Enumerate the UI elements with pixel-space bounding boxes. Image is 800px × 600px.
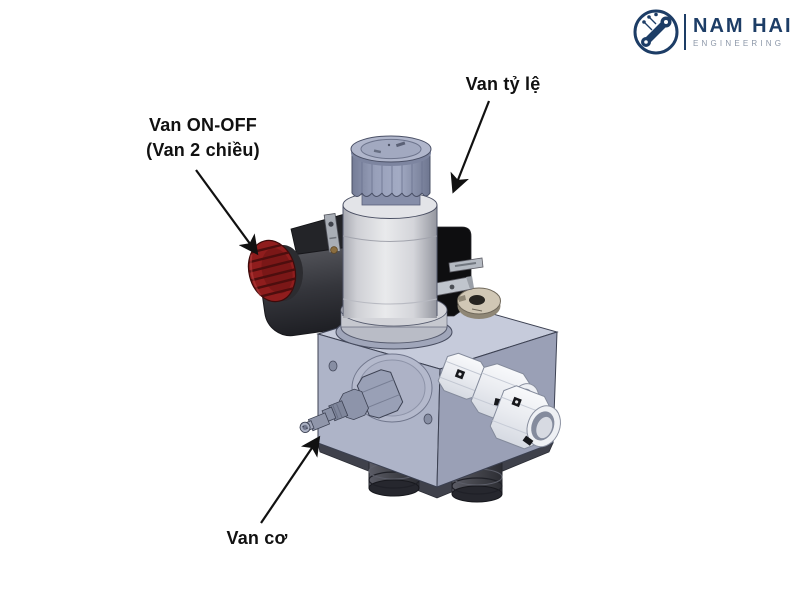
label-van-on-off-line1: Van ON-OFF xyxy=(148,115,257,135)
mounting-hole xyxy=(423,413,433,425)
circuit-wrench-icon xyxy=(633,9,679,55)
brand-subtitle: ENGINEERING xyxy=(693,39,785,48)
label-van-co: Van cơ xyxy=(226,528,288,548)
bottom-ports xyxy=(317,442,554,503)
knob-engraving xyxy=(395,141,406,148)
washer-ring-notch xyxy=(458,295,466,302)
on-off-red-knob xyxy=(242,239,301,303)
compression-fitting xyxy=(489,385,561,450)
arrow-van-on-off xyxy=(195,169,259,256)
label-van-on-off-line2: (Van 2 chiều) xyxy=(146,140,260,160)
brand-name: NAM HAI xyxy=(693,15,793,37)
brand-logo: NAM HAI ENGINEERING xyxy=(632,6,797,58)
valve-hex-base xyxy=(356,369,404,419)
arrow-van-co xyxy=(260,435,321,524)
arrow-van-ty-le xyxy=(450,100,491,194)
logo-separator xyxy=(684,14,686,50)
washer-ring-slot xyxy=(471,308,483,312)
label-van-ty-le: Van tỷ lệ xyxy=(465,74,541,94)
valve-step xyxy=(339,388,369,421)
brass-screw xyxy=(330,246,338,254)
washer-ring-hole xyxy=(469,295,485,305)
knob-engraving xyxy=(387,143,391,147)
proportional-valve xyxy=(340,135,448,344)
adjustment-knob xyxy=(350,135,432,197)
mounting-hole xyxy=(328,360,338,372)
label-van-on-off: Van ON-OFF (Van 2 chiều) xyxy=(112,113,294,163)
mechanical-valve xyxy=(299,353,433,434)
annotation-arrows xyxy=(195,100,491,524)
knob-engraving xyxy=(373,149,382,154)
hydraulic-fittings xyxy=(437,352,561,450)
solenoid-tube xyxy=(342,191,438,318)
knob-top-ring xyxy=(360,138,422,160)
spade-terminal xyxy=(448,257,484,273)
